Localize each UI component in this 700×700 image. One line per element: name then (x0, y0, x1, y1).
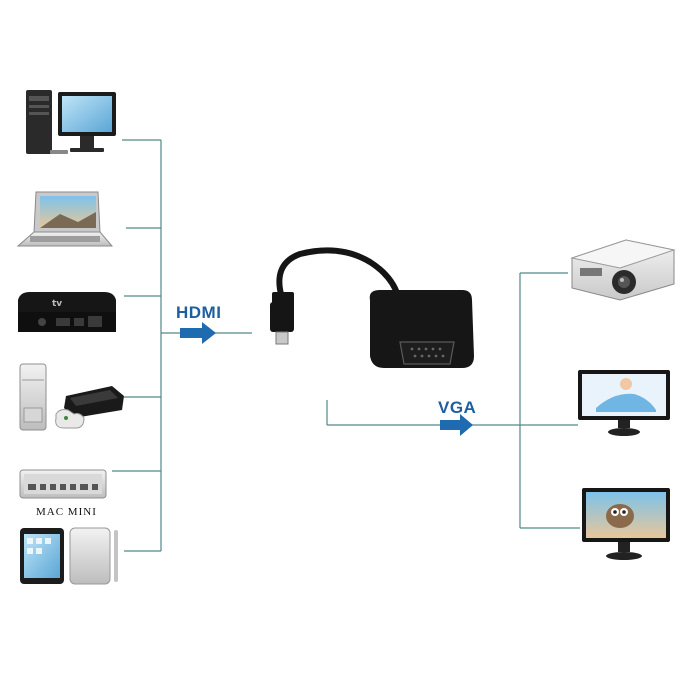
laptop-icon (16, 191, 114, 247)
svg-text:tv: tv (52, 299, 62, 309)
lcd-monitor-icon (578, 370, 670, 436)
vga-label: VGA (438, 398, 477, 417)
micro-hdmi-to-vga-adapter-icon (270, 247, 474, 368)
source-bus-lines (112, 139, 252, 552)
vga-arrow-icon (440, 414, 473, 436)
apple-tv-icon: tv (18, 292, 116, 332)
ipad-icon (20, 527, 118, 585)
mac-mini-label: MAC MINI (36, 506, 97, 518)
destination-bus-lines (326, 272, 580, 529)
mac-mini-icon (19, 469, 107, 499)
game-console-icon (19, 363, 124, 431)
projector-icon (570, 239, 676, 301)
hdmi-label: HDMI (176, 303, 222, 322)
hdmi-arrow-icon (180, 322, 216, 344)
desktop-pc-icon (26, 90, 116, 154)
widescreen-monitor-icon (582, 488, 670, 560)
